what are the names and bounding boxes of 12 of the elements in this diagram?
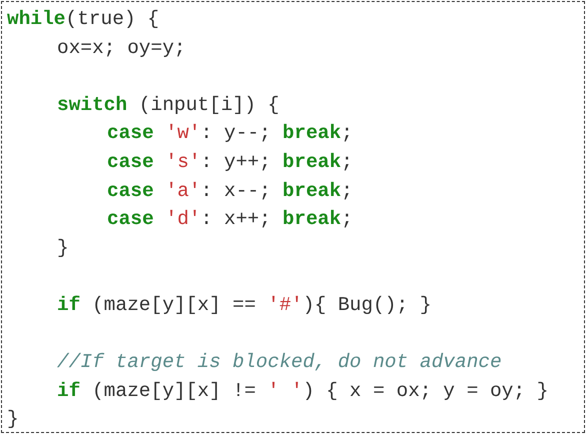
code-line: case 's': y++; break; bbox=[107, 150, 353, 174]
code-line: case 'a': x--; break; bbox=[107, 178, 353, 203]
code-line: case 'd': x++; break; bbox=[107, 207, 353, 232]
code-line: if (maze[y][x] != ' ') { x = ox; y = oy; } bbox=[57, 378, 548, 403]
code-line: case 'w': y--; break; bbox=[107, 121, 353, 146]
code-comment: //If target is blocked, do not advance bbox=[57, 350, 502, 374]
code-line: } bbox=[57, 236, 69, 260]
code-line: while(true) { bbox=[7, 7, 160, 31]
code-line: ox=x; oy=y; bbox=[57, 36, 186, 60]
code-line: if (maze[y][x] == '#'){ Bug(); } bbox=[57, 293, 432, 317]
code-line: switch (input[i]) { bbox=[57, 92, 280, 117]
code-line: } bbox=[7, 407, 19, 432]
